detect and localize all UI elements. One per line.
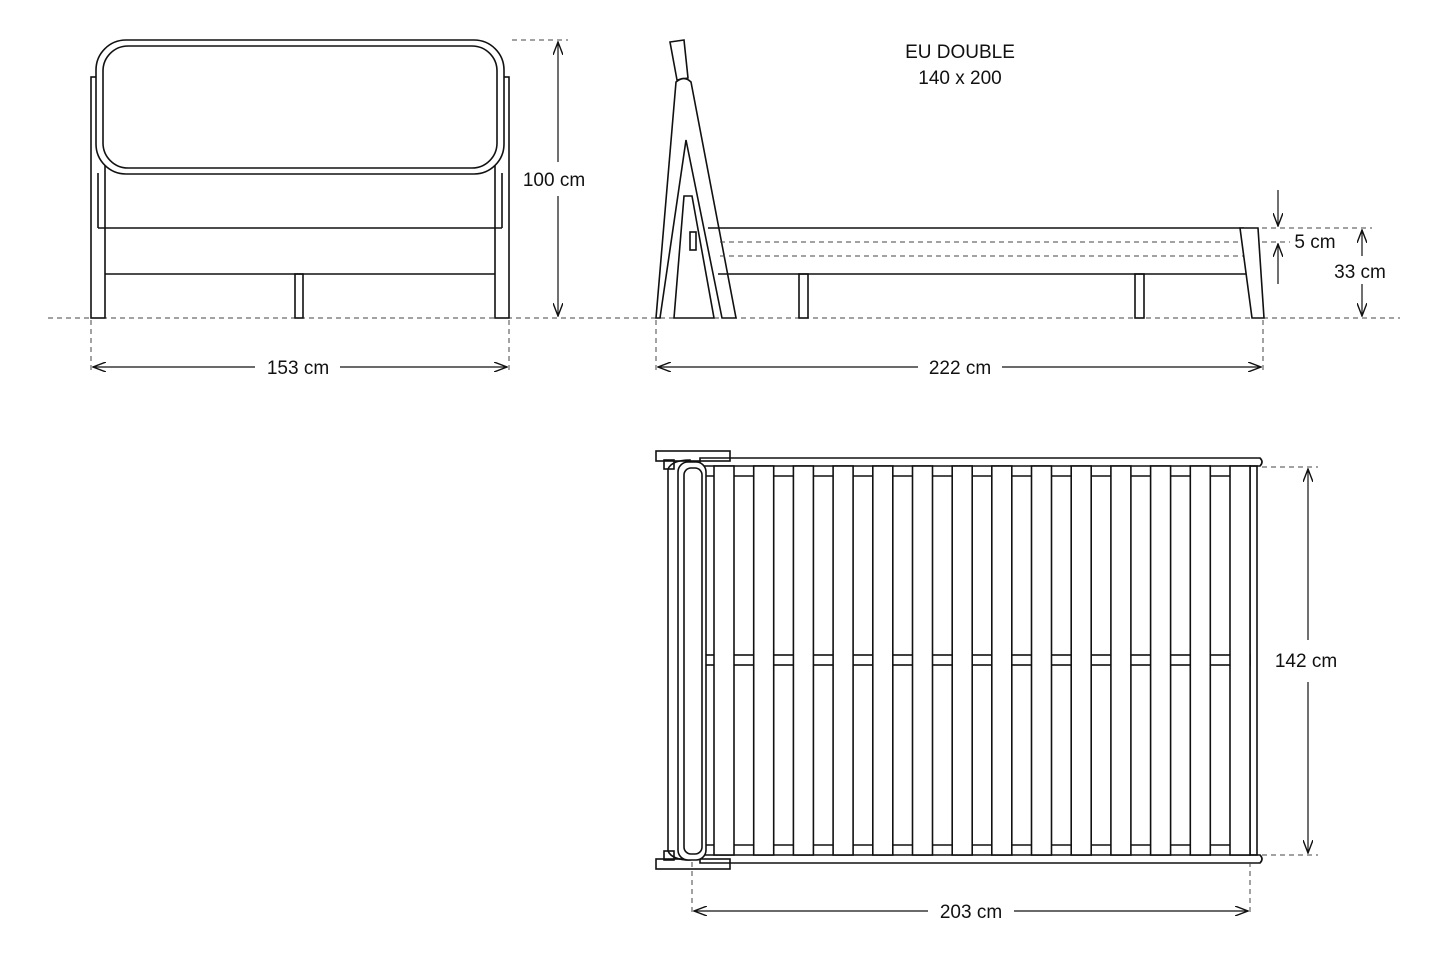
- top-slat: [990, 465, 1013, 856]
- title-line-1: EU DOUBLE: [905, 42, 1015, 63]
- dim-top-width: 142 cm: [1275, 651, 1337, 672]
- side-mid-leg-1: [798, 273, 809, 319]
- top-slat: [713, 465, 735, 856]
- front-dimensions: 100 cm 153 cm: [90, 39, 585, 379]
- top-view: [655, 450, 1263, 870]
- top-slat: [832, 465, 854, 856]
- top-post-top: [663, 459, 675, 470]
- dim-side-length: 222 cm: [929, 358, 991, 379]
- top-dimensions: 142 cm 203 cm: [691, 466, 1337, 923]
- side-headboard-cushion: [669, 39, 689, 81]
- title-block: EU DOUBLE 140 x 200: [905, 42, 1015, 89]
- front-headboard-outer: [95, 39, 505, 175]
- dim-front-width: 153 cm: [267, 358, 329, 379]
- dim-side-rail: 5 cm: [1294, 232, 1335, 253]
- dim-top-length: 203 cm: [940, 902, 1002, 923]
- side-mid-leg-2: [1134, 273, 1145, 319]
- top-slat: [911, 465, 934, 856]
- top-cap-left-top: [655, 450, 731, 462]
- side-view: [655, 39, 1265, 319]
- side-headboard-post: [655, 77, 737, 319]
- side-back-leg: [673, 195, 715, 319]
- top-rail-upper: [699, 457, 1263, 467]
- title-line-2: 140 x 200: [918, 68, 1001, 89]
- dim-front-height: 100 cm: [523, 170, 585, 191]
- top-foot-end: [1249, 465, 1258, 856]
- top-slat: [871, 465, 894, 856]
- top-slat: [792, 465, 815, 856]
- side-dimensions: 222 cm 5 cm 33 cm: [655, 190, 1386, 379]
- top-slat: [752, 465, 775, 856]
- front-view: [90, 39, 510, 319]
- front-center-leg: [294, 273, 304, 319]
- dim-side-height: 33 cm: [1334, 262, 1386, 283]
- top-slat: [1229, 465, 1251, 856]
- top-slat: [1149, 465, 1172, 856]
- top-slats: [713, 465, 1251, 856]
- top-rail-lower: [699, 854, 1263, 864]
- top-slat: [1070, 465, 1092, 856]
- top-post-bottom: [663, 850, 675, 861]
- top-slat: [951, 465, 974, 856]
- top-slat: [1189, 465, 1212, 856]
- front-headboard-inner: [102, 45, 498, 169]
- side-bracket: [689, 231, 697, 251]
- top-headboard-cushion-inner: [683, 467, 703, 855]
- top-slat: [1030, 465, 1053, 856]
- top-headboard-cushion: [677, 461, 707, 861]
- side-foot-post: [1239, 227, 1265, 319]
- top-slat: [1110, 465, 1132, 856]
